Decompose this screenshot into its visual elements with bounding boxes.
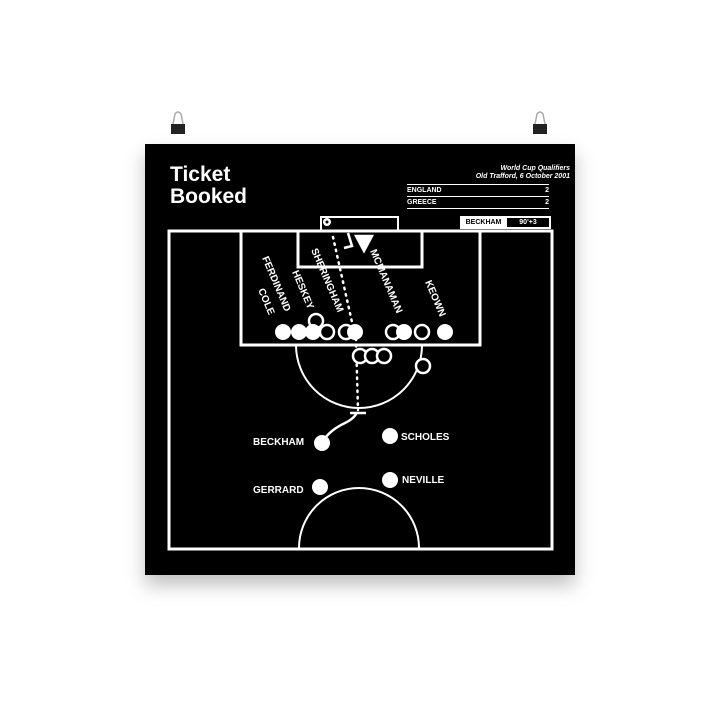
penalty-arc	[295, 344, 423, 409]
scorer: BECKHAM	[465, 219, 502, 226]
ball-path	[321, 232, 375, 442]
player-marker	[437, 324, 453, 340]
player-marker	[291, 324, 307, 340]
player-marker	[314, 435, 330, 451]
binder-clip-icon	[533, 111, 547, 134]
goal	[320, 216, 399, 232]
player-label-beckham: BECKHAM	[253, 437, 304, 448]
ball-icon	[323, 218, 331, 226]
player-label-heskey: HESKEY	[289, 269, 315, 311]
binder-clip-icon	[171, 111, 185, 134]
goal-badge: BECKHAM 90'+3	[460, 216, 551, 229]
score-row: ENGLAND 2	[407, 184, 549, 196]
pitch-outline	[167, 229, 554, 551]
player-label-gerrard: GERRARD	[253, 485, 304, 496]
player-label-keown: KEOWN	[422, 279, 447, 319]
player-marker	[382, 472, 398, 488]
title-line: Ticket	[170, 163, 231, 186]
player-marker	[305, 324, 321, 340]
player-label-neville: NEVILLE	[402, 475, 445, 486]
center-circle	[298, 487, 420, 549]
goals: 2	[545, 199, 549, 206]
goals: 2	[545, 187, 549, 194]
player-marker	[382, 428, 398, 444]
team: GREECE	[407, 199, 437, 206]
player-marker	[347, 324, 363, 340]
team: ENGLAND	[407, 187, 442, 194]
player-marker	[312, 479, 328, 495]
player-label-mcmanaman: MCMANAMAN	[367, 248, 404, 315]
minute: 90'+3	[507, 218, 549, 227]
title-line: Booked	[170, 185, 248, 208]
players	[275, 312, 453, 495]
player-marker	[275, 324, 291, 340]
poster-title: Ticket Booked	[170, 164, 247, 208]
opponent-marker	[318, 323, 336, 341]
match-info: World Cup Qualifiers Old Trafford, 6 Oct…	[476, 165, 570, 181]
score-row: GREECE 2	[407, 196, 549, 209]
player-label-scholes: SCHOLES	[401, 432, 450, 443]
opponent-marker	[414, 357, 432, 375]
competition: World Cup Qualifiers	[500, 165, 571, 172]
opponent-marker	[413, 323, 431, 341]
player-marker	[396, 324, 412, 340]
venue-date: Old Trafford, 6 October 2001	[475, 173, 570, 180]
opponent-marker	[375, 347, 393, 365]
